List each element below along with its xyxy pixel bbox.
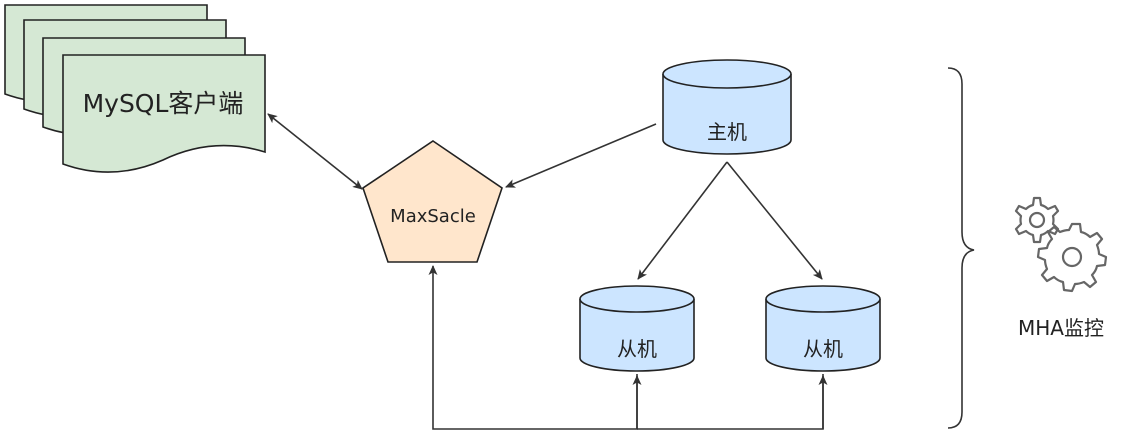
maxscale-node: MaxSacle <box>362 140 503 263</box>
client-document-front <box>62 54 266 173</box>
gears-icon <box>1014 196 1108 293</box>
master-cylinder-body <box>662 74 792 155</box>
slave-left-node: 从机 <box>579 285 695 372</box>
maxscale-pentagon <box>362 140 503 263</box>
slave-left-label: 从机 <box>617 337 657 361</box>
master-label: 主机 <box>707 120 747 144</box>
maxscale-label: MaxSacle <box>390 206 476 227</box>
slave-right-node: 从机 <box>765 285 881 372</box>
edges <box>267 113 824 430</box>
gear-small-icon <box>1014 196 1060 244</box>
master-node: 主机 <box>662 59 792 155</box>
slave-right-cylinder-top <box>765 285 881 313</box>
edge-master-slave-right <box>726 161 823 280</box>
edge-master-maxscale <box>505 123 657 188</box>
slave-bottom-arrows <box>632 375 828 429</box>
monitor-label: MHA监控 <box>1018 316 1104 340</box>
client-label: MySQL客户端 <box>83 89 244 118</box>
gear-large-hub <box>1061 246 1083 268</box>
slave-left-cylinder-top <box>579 285 695 313</box>
edge-master-slave-left <box>637 161 728 280</box>
monitor-brace <box>947 67 975 429</box>
gear-large-icon <box>1036 222 1108 293</box>
master-cylinder-top <box>662 59 792 89</box>
slave-left-cylinder-body <box>579 299 695 372</box>
mysql-client-node: MySQL客户端 <box>4 4 266 173</box>
slave-right-label: 从机 <box>803 337 843 361</box>
edge-slave-right-return <box>637 374 824 430</box>
gear-small-hub <box>1028 211 1046 229</box>
slave-right-cylinder-body <box>765 299 881 372</box>
edge-client-maxscale <box>267 113 363 190</box>
